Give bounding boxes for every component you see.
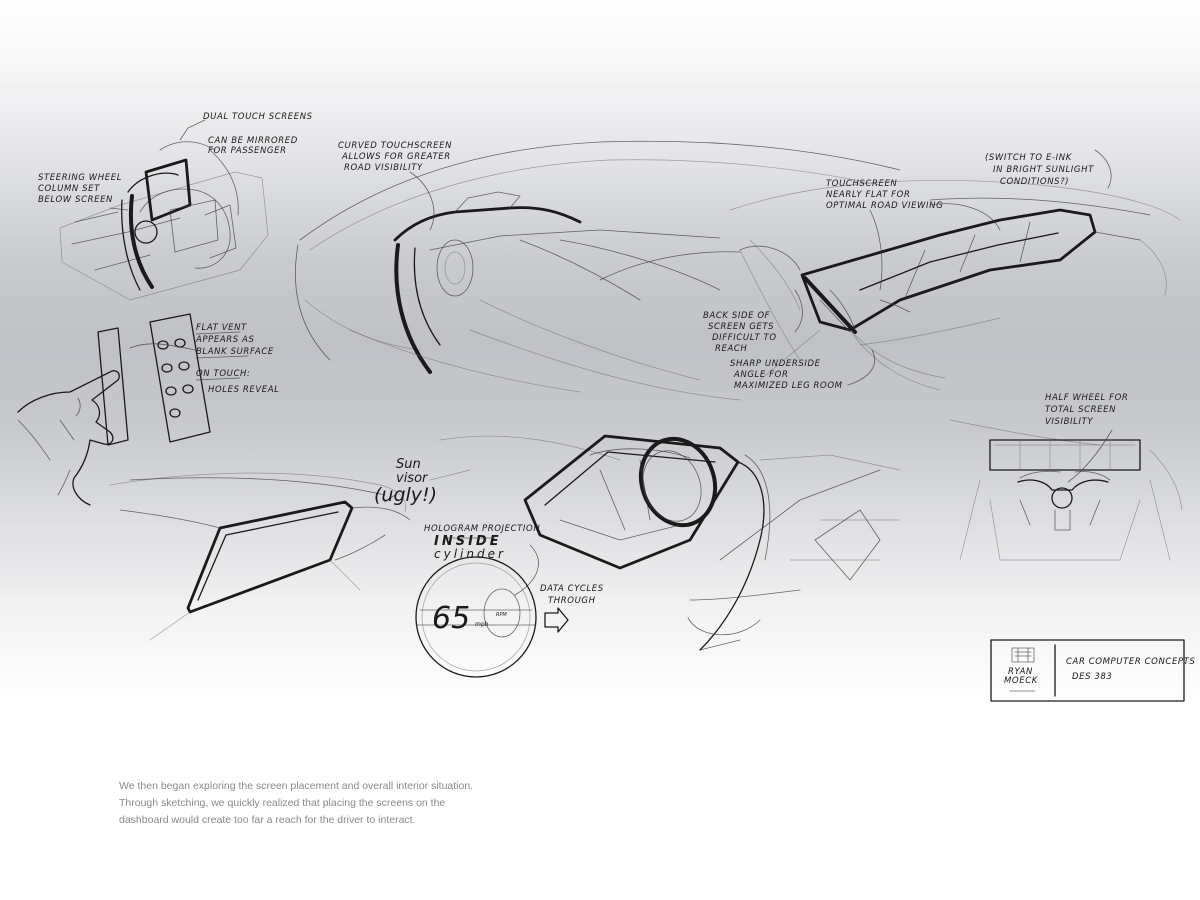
caption-line-3: dashboard would create too far a reach f… — [119, 814, 416, 826]
note-flat-3: optimal road viewing — [826, 201, 943, 211]
sketch-drawing: Dual Touch Screens Can be mirrored for p… — [17, 112, 1195, 702]
note-back-side-4: reach — [715, 344, 747, 354]
note-data-cycles-2: through — [548, 596, 596, 606]
title-block-name-2: MOECK — [1004, 676, 1039, 686]
title-block-name-1: RYAN — [1008, 667, 1033, 677]
caption-line-1: We then began exploring the screen place… — [119, 780, 474, 792]
note-column-3: below screen — [38, 195, 113, 205]
data-cycles-notes: Data cycles through — [540, 584, 604, 606]
note-eink-3: conditions?) — [1000, 177, 1069, 187]
note-vent-2: appears as — [195, 335, 254, 345]
note-vent-5: holes reveal — [208, 385, 280, 395]
visor-notes: Sun visor (ugly!) — [374, 457, 437, 506]
note-flat-2: nearly flat for — [826, 190, 910, 200]
note-eink-2: in bright sunlight — [993, 165, 1094, 175]
note-hologram-3: cylinder — [434, 547, 506, 561]
note-underside-1: Sharp underside — [730, 359, 821, 369]
note-dual-touch: Dual Touch Screens — [203, 112, 313, 122]
hologram-cluster-sketch — [429, 434, 901, 651]
steering-notes: Dual Touch Screens Can be mirrored for p… — [38, 112, 313, 205]
note-back-side-3: difficult to — [712, 333, 777, 343]
flat-touchscreen-notes: (Switch to E-ink in bright sunlight cond… — [703, 149, 1112, 391]
note-data-cycles-1: Data cycles — [540, 584, 604, 594]
flat-touchscreen-sketch — [729, 180, 1181, 391]
sketch-sheet: Dual Touch Screens Can be mirrored for p… — [0, 0, 1200, 760]
note-curved-2: allows for greater — [341, 152, 451, 162]
title-block-project-2: DES 383 — [1072, 672, 1112, 682]
note-mirrored-2: for passenger — [208, 146, 287, 156]
note-half-wheel-3: visibility — [1045, 417, 1093, 427]
half-wheel-sketch — [949, 419, 1183, 561]
note-flat-1: Touchscreen — [826, 179, 897, 189]
hologram-notes: Hologram Projection INSIDE cylinder — [424, 524, 540, 596]
note-column-1: Steering wheel — [38, 173, 122, 183]
curved-notes: Curved touchscreen allows for greater ro… — [338, 141, 452, 231]
note-vent-3: blank surface — [196, 347, 274, 357]
speed-secondary: RPM — [496, 612, 507, 618]
note-visor-1: Sun — [396, 457, 421, 472]
sun-visor-sketch — [109, 472, 411, 641]
note-underside-2: angle for — [733, 370, 788, 380]
note-visor-3: (ugly!) — [374, 484, 437, 506]
note-vent-1: Flat vent — [196, 323, 247, 333]
note-mirrored-1: Can be mirrored — [208, 136, 298, 146]
note-half-wheel-2: total screen — [1045, 405, 1116, 415]
note-back-side-1: Back side of — [703, 311, 770, 321]
note-curved-1: Curved touchscreen — [338, 141, 452, 151]
note-hologram-1: Hologram Projection — [424, 524, 540, 534]
vent-sketch — [17, 313, 211, 506]
steering-dual-screen-sketch — [59, 119, 269, 301]
note-eink-1: (Switch to E-ink — [985, 153, 1073, 163]
note-visor-2: visor — [396, 471, 429, 486]
speed-unit: mph — [475, 621, 489, 628]
vent-holes — [157, 338, 194, 418]
speedometer-sketch: 65 mph RPM — [415, 556, 569, 678]
curved-dashboard-sketch — [295, 140, 901, 401]
note-column-2: column set — [38, 184, 100, 194]
note-half-wheel-1: Half wheel for — [1045, 393, 1128, 403]
caption: We then began exploring the screen place… — [119, 778, 539, 829]
title-block-project-1: Car computer concepts — [1066, 657, 1195, 667]
speed-value: 65 — [432, 601, 470, 636]
note-vent-4: On touch: — [196, 369, 250, 379]
half-wheel-notes: Half wheel for total screen visibility — [1045, 393, 1128, 483]
caption-line-2: Through sketching, we quickly realized t… — [119, 797, 446, 809]
title-block: RYAN MOECK Car computer concepts DES 383 — [990, 639, 1195, 702]
note-underside-3: maximized leg room — [734, 381, 843, 391]
note-curved-3: road visibility — [344, 163, 423, 173]
vent-notes: Flat vent appears as blank surface On to… — [129, 323, 280, 395]
note-back-side-2: screen gets — [708, 322, 774, 332]
